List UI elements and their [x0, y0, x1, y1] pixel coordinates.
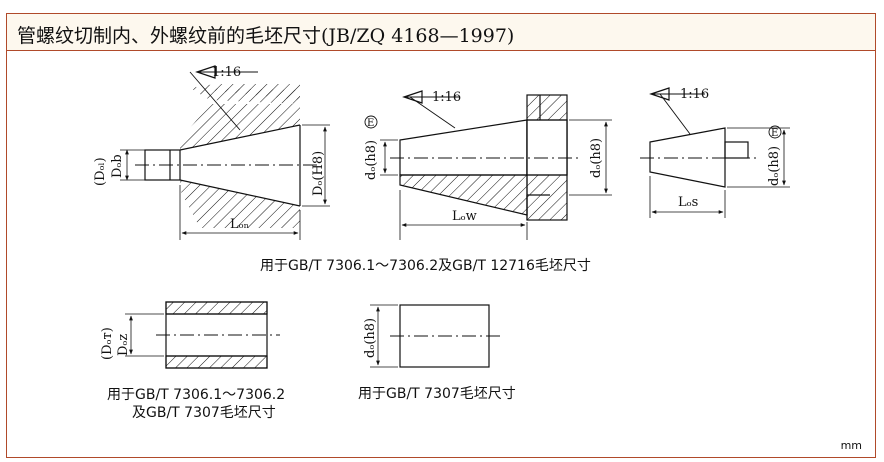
- unit-label: mm: [840, 439, 862, 452]
- caption-fig1: 用于GB/T 7306.1～7306.2及GB/T 12716毛坯尺寸: [260, 258, 591, 274]
- taper-label-a: 1:16: [212, 65, 241, 80]
- taper-label-b: 1:16: [432, 90, 461, 105]
- dim-l-ow: Lₒw: [452, 209, 477, 224]
- caption-fig3: 用于GB/T 7307毛坯尺寸: [358, 386, 516, 402]
- e-mark-b: E: [367, 118, 374, 129]
- drawing-panel: [6, 50, 876, 458]
- page-title: 管螺纹切制内、外螺纹前的毛坯尺寸(JB/ZQ 4168—1997): [17, 21, 514, 48]
- dim-d-ob: Dₒb: [110, 154, 125, 178]
- dim-d-ol: (Dₒₗ): [93, 157, 108, 186]
- title-standard-code: (JB/ZQ 4168—1997): [321, 25, 515, 47]
- taper-label-c: 1:16: [680, 87, 709, 102]
- drawing-external-taper-with-fitting: [364, 90, 612, 240]
- title-main: 管螺纹切制内、外螺纹前的毛坯尺寸: [17, 25, 322, 47]
- title-bar: 管螺纹切制内、外螺纹前的毛坯尺寸(JB/ZQ 4168—1997): [6, 13, 876, 51]
- drawing-cylinder-blank: [370, 304, 500, 368]
- e-mark-c: E: [771, 128, 778, 139]
- drawing-small-external-taper: [640, 87, 790, 218]
- dim-l-os: Lₒs: [678, 195, 698, 210]
- dim-d-o-h8-c: dₒ(h8): [767, 146, 782, 186]
- drawing-sleeve-blank: [125, 301, 280, 369]
- dim-d-ot: (Dₒᴛ): [100, 327, 115, 360]
- dim-d-o-h8-capital: Dₒ(H8): [311, 151, 326, 196]
- dim-d-o-h8-right: dₒ(h8): [589, 138, 604, 178]
- dim-d-o-h8-left: dₒ(h8): [364, 140, 379, 180]
- dim-d-o-h8-d: dₒ(h8): [363, 318, 378, 358]
- dim-d-oz: Dₒz: [116, 334, 131, 356]
- dim-l-on: Lₒₙ: [230, 217, 249, 232]
- drawing-internal-taper: [120, 65, 330, 240]
- caption-fig2-line1: 用于GB/T 7306.1～7306.2: [107, 387, 286, 403]
- caption-fig2-line2: 及GB/T 7307毛坯尺寸: [132, 405, 276, 421]
